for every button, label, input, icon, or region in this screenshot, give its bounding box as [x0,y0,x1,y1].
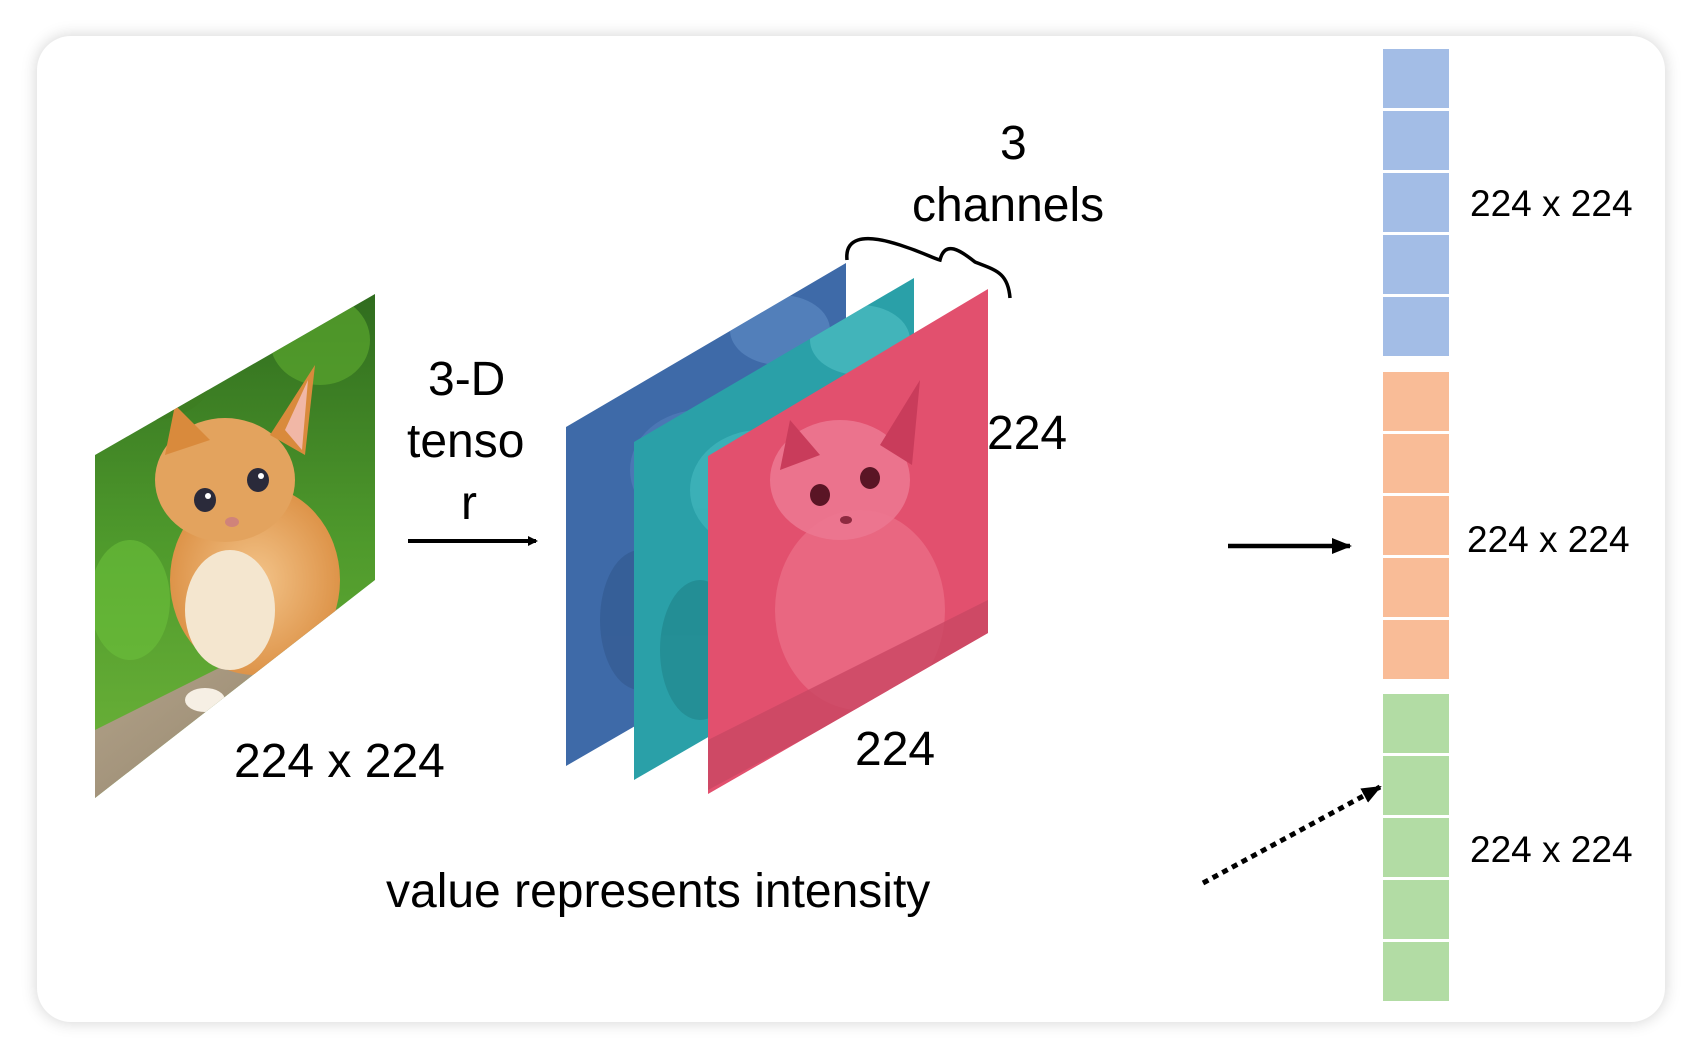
vector-cell-blue [1383,173,1449,232]
channels-count-label: 3 [1000,117,1027,170]
vector-block-blue [1383,49,1449,356]
channels-word-label: channels [912,179,1105,232]
vector-cell-orange [1383,496,1449,555]
vector-cell-green [1383,880,1449,939]
vector-block-green [1383,694,1449,1001]
vector-cell-blue [1383,235,1449,294]
dotted-pointer-arrow [1201,784,1382,886]
intensity-caption: value represents intensity [386,865,931,918]
width-dimension-label: 224 [855,723,936,776]
input-photo [95,294,375,798]
vector-cell-green [1383,756,1449,815]
vector-cell-orange [1383,620,1449,679]
vector-cell-orange [1383,558,1449,617]
channel-red [708,289,988,794]
input-size-label: 224 x 224 [234,735,445,788]
vector-cell-blue [1383,49,1449,108]
kitten-figure [155,365,340,712]
vector-cell-green [1383,694,1449,753]
vector-cell-orange [1383,372,1449,431]
vector-cell-green [1383,818,1449,877]
vector-cell-blue [1383,111,1449,170]
vector-block-orange [1383,372,1449,679]
transform-label-line1: 3-D [428,353,506,406]
height-dimension-label: 224 [987,407,1068,460]
transform-label-line2: tenso [407,415,525,468]
channels-brace [845,236,1012,299]
green-block-size-label: 224 x 224 [1470,829,1633,870]
blue-block-size-label: 224 x 224 [1470,183,1633,224]
vector-cell-orange [1383,434,1449,493]
transform-label-line3: r [461,477,477,530]
vector-cell-green [1383,942,1449,1001]
vector-cell-blue [1383,297,1449,356]
orange-block-size-label: 224 x 224 [1467,519,1630,560]
